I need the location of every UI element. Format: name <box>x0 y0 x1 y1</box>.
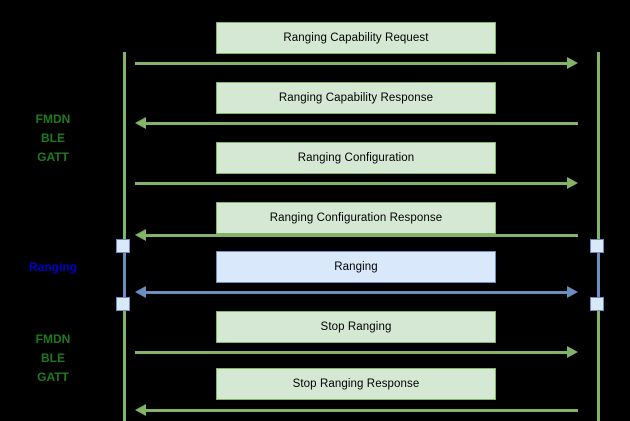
side-label-line: GATT <box>37 150 69 164</box>
right-lifeline-upper <box>597 52 600 246</box>
activation-left-start <box>116 239 130 253</box>
message-arrow-ranging-configuration <box>135 175 578 191</box>
message-box-ranging-configuration-response[interactable]: Ranging Configuration Response <box>216 202 496 234</box>
left-lifeline-lower <box>123 304 126 421</box>
arrow-head-right-icon <box>567 177 578 189</box>
message-arrow-ranging-capability-response <box>135 115 578 131</box>
arrow-shaft <box>135 182 567 185</box>
left-lifeline-active <box>123 246 126 304</box>
side-label-fmdn-ble-gatt-top: FMDN BLE GATT <box>8 110 98 167</box>
arrow-head-right-icon <box>567 286 578 298</box>
message-box-stop-ranging[interactable]: Stop Ranging <box>216 311 496 343</box>
arrow-shaft <box>135 62 567 65</box>
arrow-shaft <box>146 234 578 237</box>
arrow-head-left-icon <box>135 404 146 416</box>
arrow-head-right-icon <box>567 57 578 69</box>
message-box-ranging-capability-response[interactable]: Ranging Capability Response <box>216 82 496 114</box>
activation-left-end <box>116 297 130 311</box>
side-label-ranging: Ranging <box>8 258 98 277</box>
message-arrow-stop-ranging-response <box>135 402 578 418</box>
arrow-head-left-icon <box>135 117 146 129</box>
side-label-fmdn-ble-gatt-bottom: FMDN BLE GATT <box>8 330 98 387</box>
side-label-line: GATT <box>37 370 69 384</box>
arrow-head-right-icon <box>567 346 578 358</box>
message-box-ranging-capability-request[interactable]: Ranging Capability Request <box>216 22 496 54</box>
arrow-shaft <box>146 122 578 125</box>
arrow-shaft <box>146 409 578 412</box>
arrow-head-left-icon <box>135 229 146 241</box>
arrow-head-left-icon <box>135 286 146 298</box>
activation-right-start <box>590 239 604 253</box>
arrow-shaft <box>135 351 567 354</box>
message-arrow-ranging-capability-request <box>135 55 578 71</box>
right-lifeline-active <box>597 246 600 304</box>
arrow-shaft <box>146 291 567 294</box>
message-arrow-stop-ranging <box>135 344 578 360</box>
side-label-line: FMDN <box>35 112 71 126</box>
message-box-ranging[interactable]: Ranging <box>216 251 496 283</box>
side-label-line: BLE <box>41 131 65 145</box>
message-box-ranging-configuration[interactable]: Ranging Configuration <box>216 142 496 174</box>
message-arrow-ranging-configuration-response <box>135 227 578 243</box>
message-arrow-ranging <box>135 284 578 300</box>
side-label-line: FMDN <box>35 332 71 346</box>
left-lifeline-upper <box>123 52 126 246</box>
side-label-line: Ranging <box>29 260 77 274</box>
activation-right-end <box>590 297 604 311</box>
right-lifeline-lower <box>597 304 600 421</box>
side-label-line: BLE <box>41 351 65 365</box>
message-box-stop-ranging-response[interactable]: Stop Ranging Response <box>216 368 496 400</box>
